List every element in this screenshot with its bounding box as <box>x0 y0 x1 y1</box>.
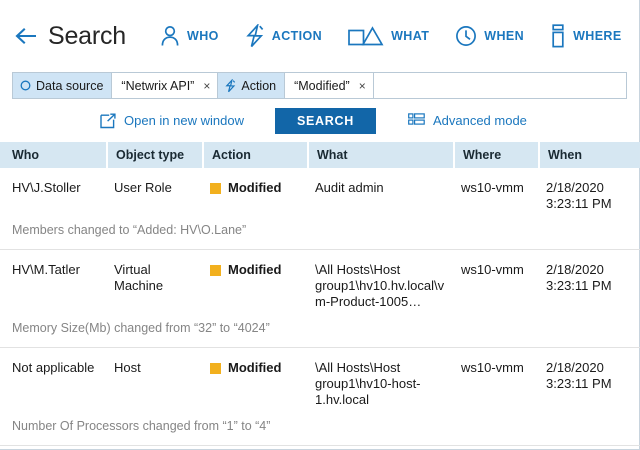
facet-who[interactable]: WHO <box>160 25 219 47</box>
filter-chip-value[interactable]: “Netwrix API” × <box>111 73 218 98</box>
facet-when[interactable]: WHEN <box>455 25 524 47</box>
facet-action[interactable]: ACTION <box>245 24 322 48</box>
cell-when-time: 3:23:11 PM <box>546 376 612 391</box>
cell-object-type: User Role <box>114 180 172 195</box>
status-badge <box>210 183 221 194</box>
facet-where[interactable]: WHERE <box>550 24 622 48</box>
close-icon[interactable]: × <box>358 78 366 93</box>
table-row-main: Not applicable Host Modified \All Hosts\… <box>0 348 640 408</box>
filter-chip-data-source[interactable]: Data source “Netwrix API” × <box>13 73 219 98</box>
advanced-mode-label: Advanced mode <box>432 113 527 128</box>
filter-chip-value-label: “Modified” <box>294 78 350 93</box>
cell-action-label: Modified <box>228 180 282 195</box>
table-row[interactable]: HV\J.Stoller User Role Modified Audit ad… <box>0 168 640 250</box>
cell-what: \All Hosts\Host group1\hv10-host-1.hv.lo… <box>315 360 421 407</box>
row-detail-text: Number Of Processors changed from “1” to… <box>12 419 271 433</box>
open-in-new-window-label: Open in new window <box>124 113 244 128</box>
filter-chip-key[interactable]: Action <box>218 73 285 98</box>
cell-when-date: 2/18/2020 <box>546 262 604 277</box>
cell-action-label: Modified <box>228 262 282 277</box>
filter-chip-key-label: Data source <box>36 78 104 93</box>
clock-icon <box>455 25 477 47</box>
lightning-icon <box>245 24 265 48</box>
filter-chip-action[interactable]: Action “Modified” × <box>218 73 374 98</box>
page-title: Search <box>48 21 127 50</box>
row-detail-text: Members changed to “Added: HV\O.Lane” <box>12 223 247 237</box>
status-badge <box>210 363 221 374</box>
filter-chip-value-label: “Netwrix API” <box>121 78 195 93</box>
cell-who: HV\J.Stoller <box>12 180 81 195</box>
facet-what[interactable]: WHAT <box>348 26 429 46</box>
facet-who-label: WHO <box>187 29 219 43</box>
cell-where: ws10-vmm <box>461 360 524 375</box>
filter-chip-key-label: Action <box>241 78 277 93</box>
facet-nav: WHO ACTION WHAT <box>160 24 622 48</box>
filter-bar[interactable]: Data source “Netwrix API” × Action <box>12 72 627 99</box>
table-row-main: HV\J.Stoller User Role Modified Audit ad… <box>0 168 640 212</box>
cell-action: Modified <box>202 262 307 310</box>
cell-what: Audit admin <box>315 180 384 195</box>
cell-when-time: 3:23:11 PM <box>546 278 612 293</box>
cell-who: HV\M.Tatler <box>12 262 80 277</box>
table-row[interactable]: Not applicable Host Modified \All Hosts\… <box>0 348 640 446</box>
page-header: Search WHO ACTION <box>0 0 639 72</box>
filter-chip-key[interactable]: Data source <box>13 73 112 98</box>
table-row[interactable]: HV\M.Tatler Virtual Machine Modified \Al… <box>0 250 640 348</box>
arrow-left-icon[interactable] <box>14 23 40 49</box>
results-table: Who Object type Action What Where When H… <box>0 142 640 446</box>
grid-list-icon <box>408 112 425 129</box>
cell-when-time: 3:23:11 PM <box>546 196 612 211</box>
status-badge <box>210 265 221 276</box>
table-row-main: HV\M.Tatler Virtual Machine Modified \Al… <box>0 250 640 310</box>
cell-action-label: Modified <box>228 360 282 375</box>
row-detail-text: Memory Size(Mb) changed from “32” to “40… <box>12 321 270 335</box>
cell-where: ws10-vmm <box>461 180 524 195</box>
shapes-icon <box>348 26 384 46</box>
server-icon <box>550 24 566 48</box>
column-header-where[interactable]: Where <box>453 142 538 168</box>
cell-when: 2/18/2020 3:23:11 PM <box>538 262 640 310</box>
cell-when: 2/18/2020 3:23:11 PM <box>538 180 640 212</box>
cell-what: \All Hosts\Host group1\hv10.hv.local\vm-… <box>315 262 445 309</box>
cell-when-date: 2/18/2020 <box>546 180 604 195</box>
open-in-new-window-button[interactable]: Open in new window <box>100 113 244 129</box>
cell-who: Not applicable <box>12 360 95 375</box>
table-header-row: Who Object type Action What Where When <box>0 142 640 168</box>
column-header-action[interactable]: Action <box>202 142 307 168</box>
circle-icon <box>20 80 31 91</box>
cell-object-type: Host <box>114 360 141 375</box>
cell-object-type: Virtual Machine <box>114 262 164 293</box>
column-header-object-type[interactable]: Object type <box>106 142 202 168</box>
facet-action-label: ACTION <box>271 29 323 43</box>
cell-action: Modified <box>202 180 307 212</box>
cell-where: ws10-vmm <box>461 262 524 277</box>
action-bar: Open in new window SEARCH Advanced mode <box>0 99 639 142</box>
column-header-what[interactable]: What <box>307 142 453 168</box>
lightning-icon <box>225 78 236 93</box>
advanced-mode-button[interactable]: Advanced mode <box>408 112 527 129</box>
column-header-who[interactable]: Who <box>12 148 40 162</box>
cell-action: Modified <box>202 360 307 408</box>
facet-what-label: WHAT <box>391 29 430 43</box>
cell-when-date: 2/18/2020 <box>546 360 604 375</box>
person-icon <box>160 25 180 47</box>
filter-bar-container: Data source “Netwrix API” × Action <box>0 72 639 99</box>
facet-where-label: WHERE <box>573 29 622 43</box>
cell-when: 2/18/2020 3:23:11 PM <box>538 360 640 408</box>
close-icon[interactable]: × <box>203 78 211 93</box>
filter-chip-value[interactable]: “Modified” × <box>284 73 373 98</box>
facet-when-label: WHEN <box>484 29 525 43</box>
column-header-when[interactable]: When <box>538 142 640 168</box>
external-link-icon <box>100 113 116 129</box>
search-button[interactable]: SEARCH <box>274 107 376 134</box>
